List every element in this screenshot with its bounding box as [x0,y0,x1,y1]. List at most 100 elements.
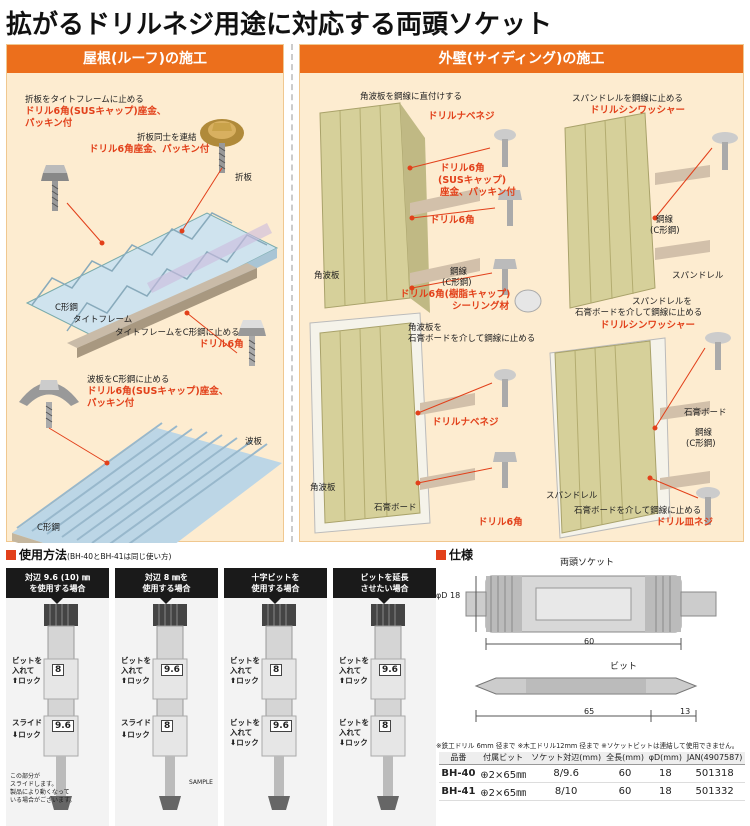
wall-label-b1: スパンドレルを鋼線に止める [572,94,683,104]
spec-col-header: φD(mm) [646,752,685,765]
usage-step-header: 十字ビットを使用する場合 [224,568,327,604]
slide-label-1: ビットを [339,718,369,727]
spec-cell: 18 [646,764,685,783]
usage-heading-text: 使用方法 [19,548,68,562]
usage-step-header: ビットを延長させたい場合 [333,568,436,604]
spec-cell: 8/10 [528,782,604,801]
usage-step-subtitle: 使用する場合 [142,584,191,593]
square-siding-panel-a [319,102,430,313]
hex-screw-icon [41,165,69,211]
spec-heading-text: 仕様 [449,548,474,562]
wall-label-a5a: 鋼線 [450,267,468,277]
bit-drawing [474,677,698,695]
hex-screw-icon-2 [238,320,266,366]
slide-label-2: ⬇ロック [339,738,368,747]
roof-label-6: タイトフレームをC形鋼に止める [115,328,240,338]
wall-label-a6: ドリル6角(樹脂キャップ) [400,289,511,300]
lock-label-2: 入れて [12,666,35,675]
lock-label-2: 入れて [121,666,144,675]
roof-label-2-product: ドリル6角座金、パッキン付 [89,144,210,155]
wall-label-a8: 角波板 [314,271,340,281]
roof-label-6-product: ドリル6角 [199,339,244,350]
spec-cell: 8/9.6 [528,764,604,783]
wall-label-b3b: (C形鋼) [650,226,680,236]
wall-label-a2: ドリルナベネジ [428,111,495,122]
wall-label-a3b: (SUSキャップ) [438,175,507,186]
spec-col-header: JAN(4907587) [684,752,745,765]
roof-label-1-product: ドリル6角(SUSキャップ)座金、 [25,106,167,117]
c-steel-a [410,188,480,286]
roof-label-tight-frame: タイトフレーム [73,315,133,325]
square-bullet-icon [6,550,16,560]
socket-usage-drawing [152,604,188,810]
slide-label-1: スライド [12,718,42,727]
slide-label-1: スライド [121,718,151,727]
spandrel-panel-b [564,112,656,309]
square-bullet-icon-2 [436,550,446,560]
usage-note: (BH-40とBH-41は同じ使い方) [67,552,172,561]
double-socket-drawing [465,575,717,633]
wall-label-c5: 石膏ボード [374,503,417,513]
spec-col-header: ソケット対辺(mm) [528,752,604,765]
spec-col-header: 品番 [439,752,478,765]
slide-label-1b: 入れて [230,728,253,737]
roof-label-2: 折板同士を連結 [137,133,197,143]
slide-label-2: ⬇ロック [121,730,150,739]
wall-label-a3a: ドリル6角 [440,163,485,174]
spec-cell: BH-40 [439,764,478,783]
roof-label-7: 波板をC形鋼に止める [87,375,170,385]
side-mark: SAMPLE [189,779,213,786]
hex-cap-screw-icon [498,190,522,226]
roof-illustration [12,119,282,543]
wall-label-d1a: スパンドレルを [632,297,692,307]
spec-table: 品番付属ビットソケット対辺(mm)全長(mm)φD(mm)JAN(4907587… [439,752,745,801]
wall-label-c3: ドリル6角 [478,517,523,528]
flat-head-screw-icon [696,487,720,525]
slide-caption: 製品により動くなって [10,789,70,796]
slide-label-2: ⬇ロック [12,730,41,739]
pan-head-screw-icon [494,129,516,167]
hex-screw-icon-3 [493,259,517,295]
wall-panel: 外壁(サイディング)の施工 [299,44,744,542]
wall-label-b2: ドリルシンワッシャー [590,105,686,116]
size-marker-2: 9.6 [270,720,292,732]
wall-label-b3a: 鋼線 [656,215,674,225]
usage-step-title: 対辺 8 ㎜を [144,573,189,582]
wall-label-d4b: (C形鋼) [686,439,716,449]
wall-label-d7: ドリル皿ネジ [656,517,714,528]
wall-label-a1: 角波板を鋼線に直付けする [360,92,463,102]
size-marker-1: 8 [270,664,283,676]
spec-socket-label: 両頭ソケット [560,558,615,568]
spec-cell: ⊕2×65㎜ [477,764,529,783]
spec-col-header: 全長(mm) [603,752,647,765]
spec-table-header: 品番付属ビットソケット対辺(mm)全長(mm)φD(mm)JAN(4907587… [439,752,745,765]
roof-label-7-product: ドリル6角(SUSキャップ)座金、 [87,386,229,397]
usage-step-title: 対辺 9.6 (10) ㎜ [25,573,90,582]
wall-label-b4: スパンドレル [672,271,724,281]
wall-label-a3c: 座金、パッキン付 [440,187,516,198]
roof-label-1-product-2: パッキン付 [25,118,73,129]
lock-label-1: ビットを [339,656,369,665]
spec-cell: 18 [646,782,685,801]
lock-label-1: ビットを [12,656,42,665]
panel-divider [291,44,293,542]
lock-label-2: 入れて [339,666,362,675]
size-marker-1: 8 [52,664,65,676]
sealing-cap-icon [514,289,542,313]
lock-label-3: ⬆ロック [230,676,259,685]
spec-cell: 60 [603,782,647,801]
slide-label-2: ⬇ロック [230,738,259,747]
slide-caption: いる場合がございます。 [10,797,76,804]
roof-panel: 屋根(ルーフ)の施工 [6,44,284,543]
spec-phid-label: φD 18 [436,591,461,600]
wall-label-d2: ドリルシンワッシャー [600,320,696,331]
spec-bit-label: ビット [610,662,638,672]
lock-label-1: ビットを [121,656,151,665]
lock-label-3: ⬆ロック [12,676,41,685]
wall-label-a7: シーリング材 [452,301,510,312]
